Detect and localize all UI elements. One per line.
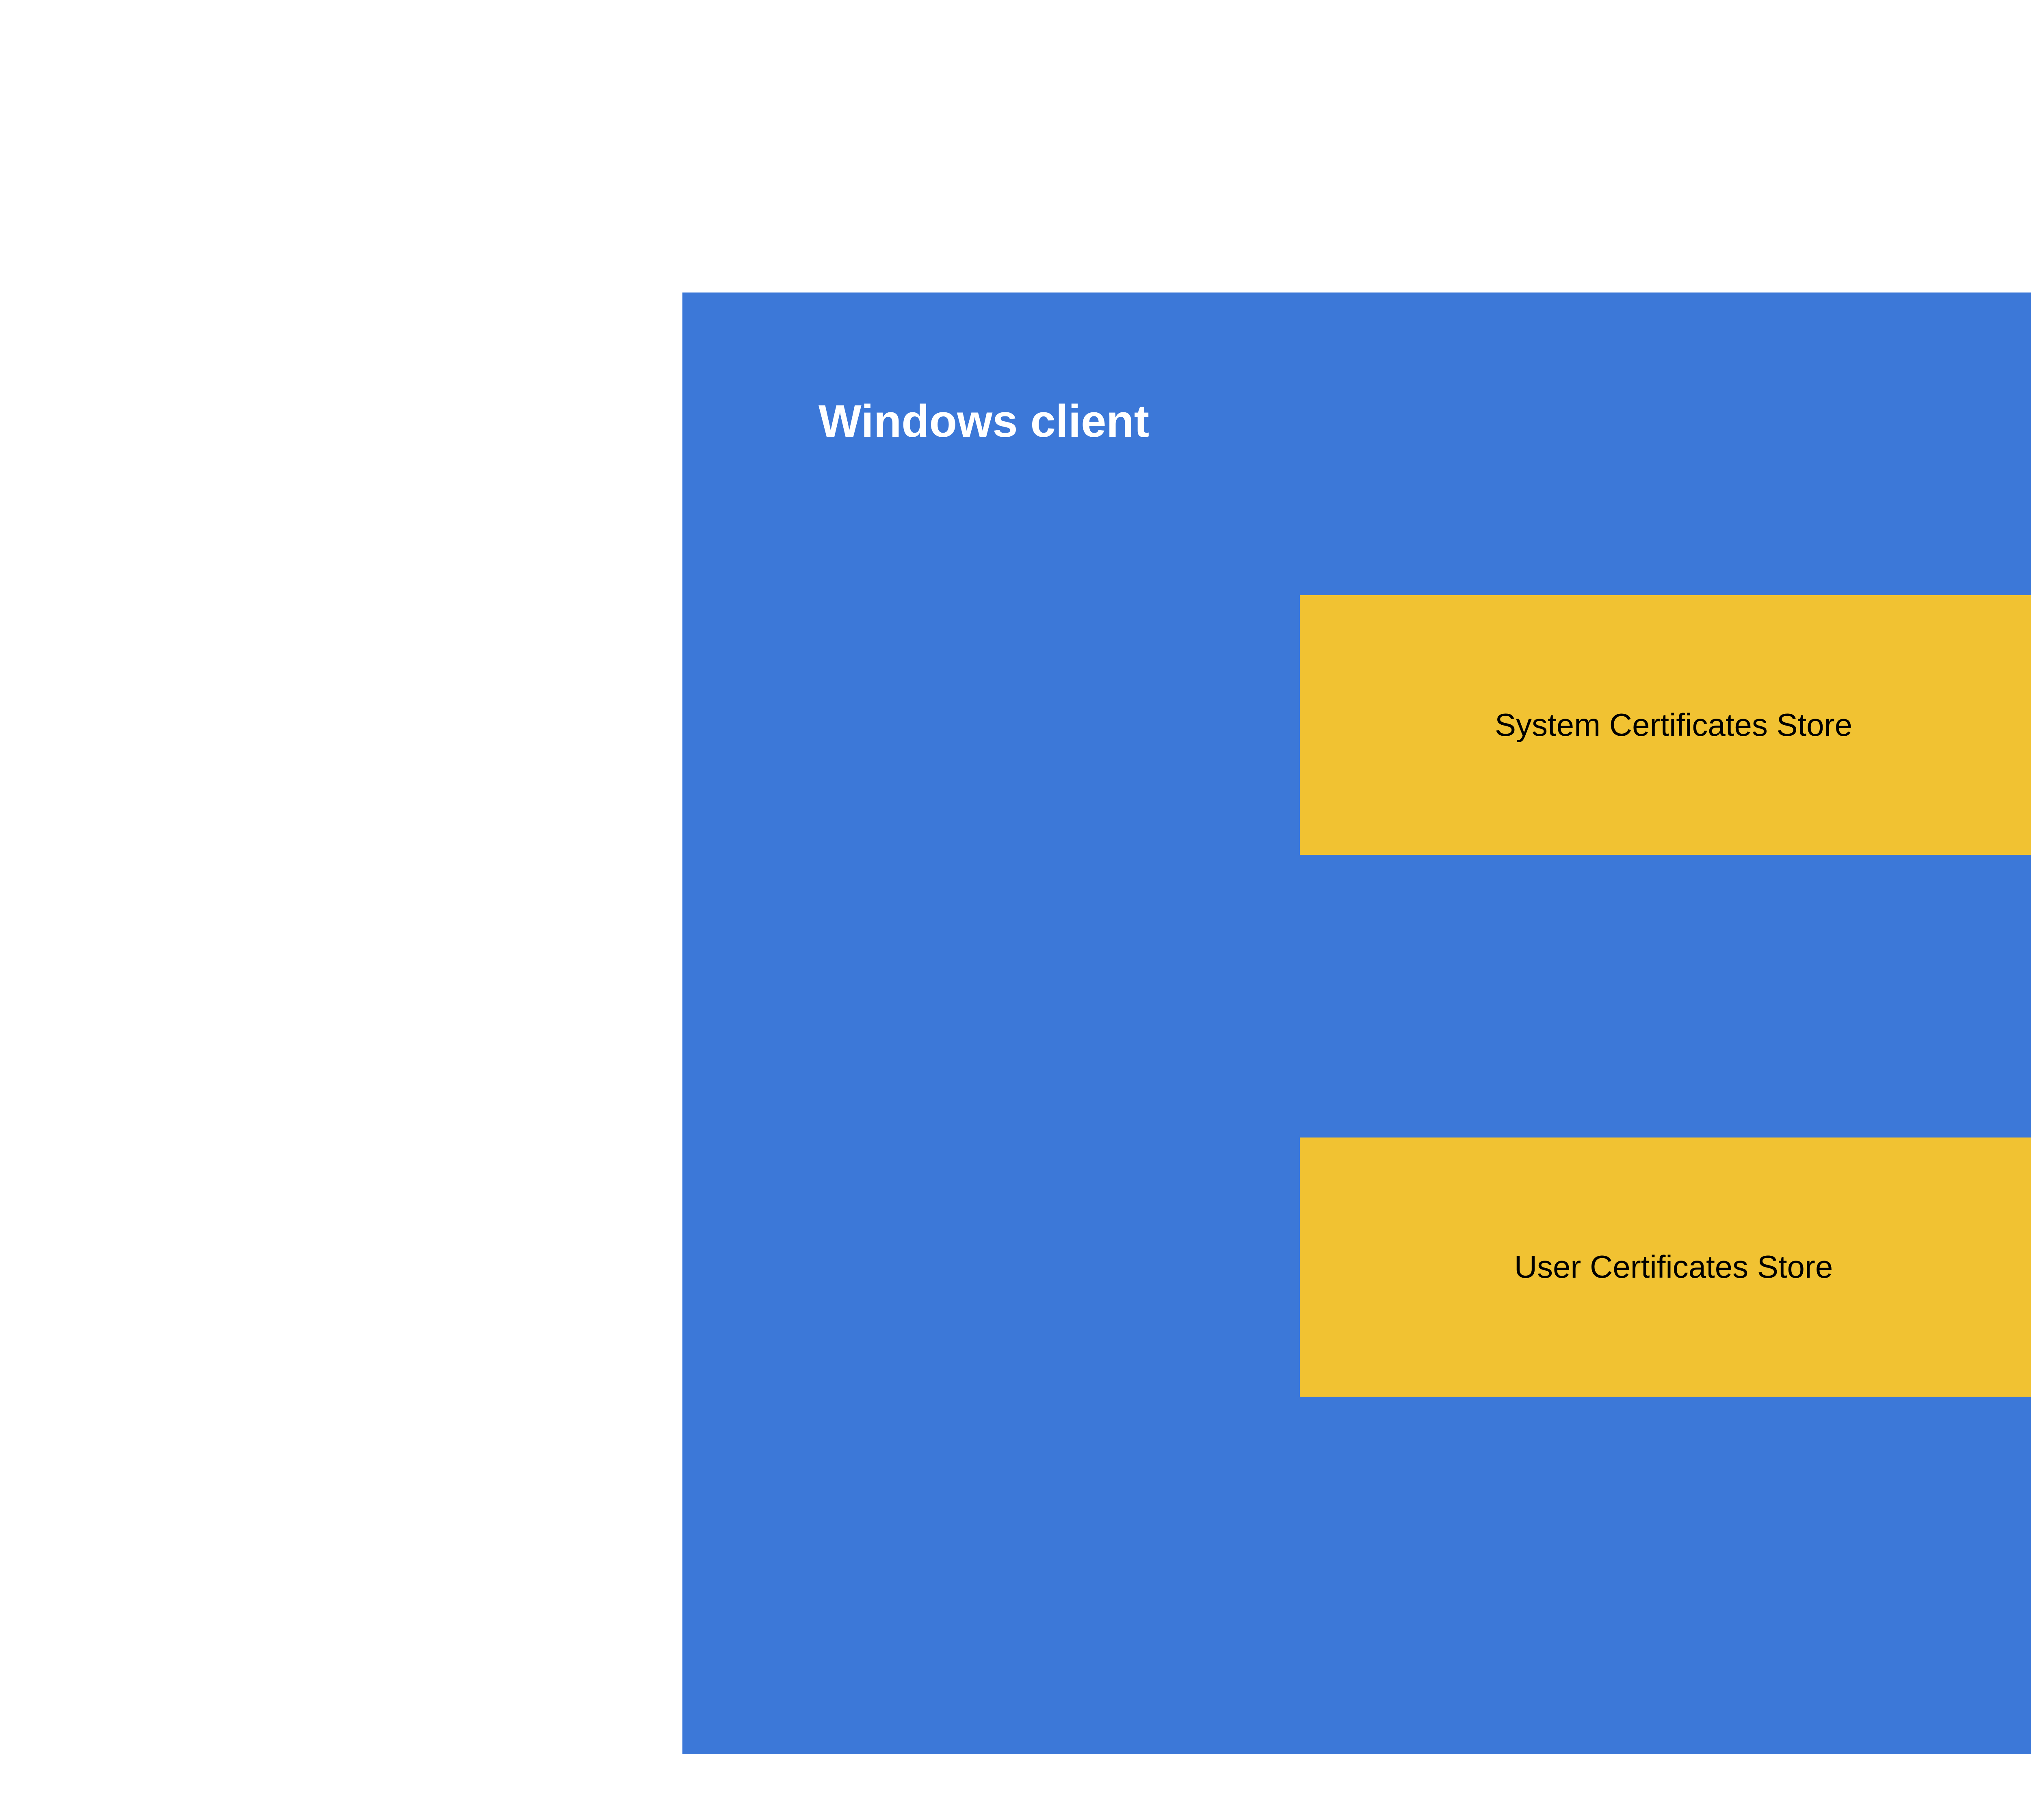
windows-client-title: Windows client xyxy=(818,396,1150,446)
system-certificates-store-box[interactable]: System Certificates Store xyxy=(1300,595,2031,855)
user-certificates-store-label: User Certificates Store xyxy=(1514,1249,1833,1285)
system-certificates-store-label: System Certificates Store xyxy=(1495,706,1852,743)
windows-client-container[interactable] xyxy=(682,292,2031,1754)
user-certificates-store-box[interactable]: User Certificates Store xyxy=(1300,1138,2031,1397)
